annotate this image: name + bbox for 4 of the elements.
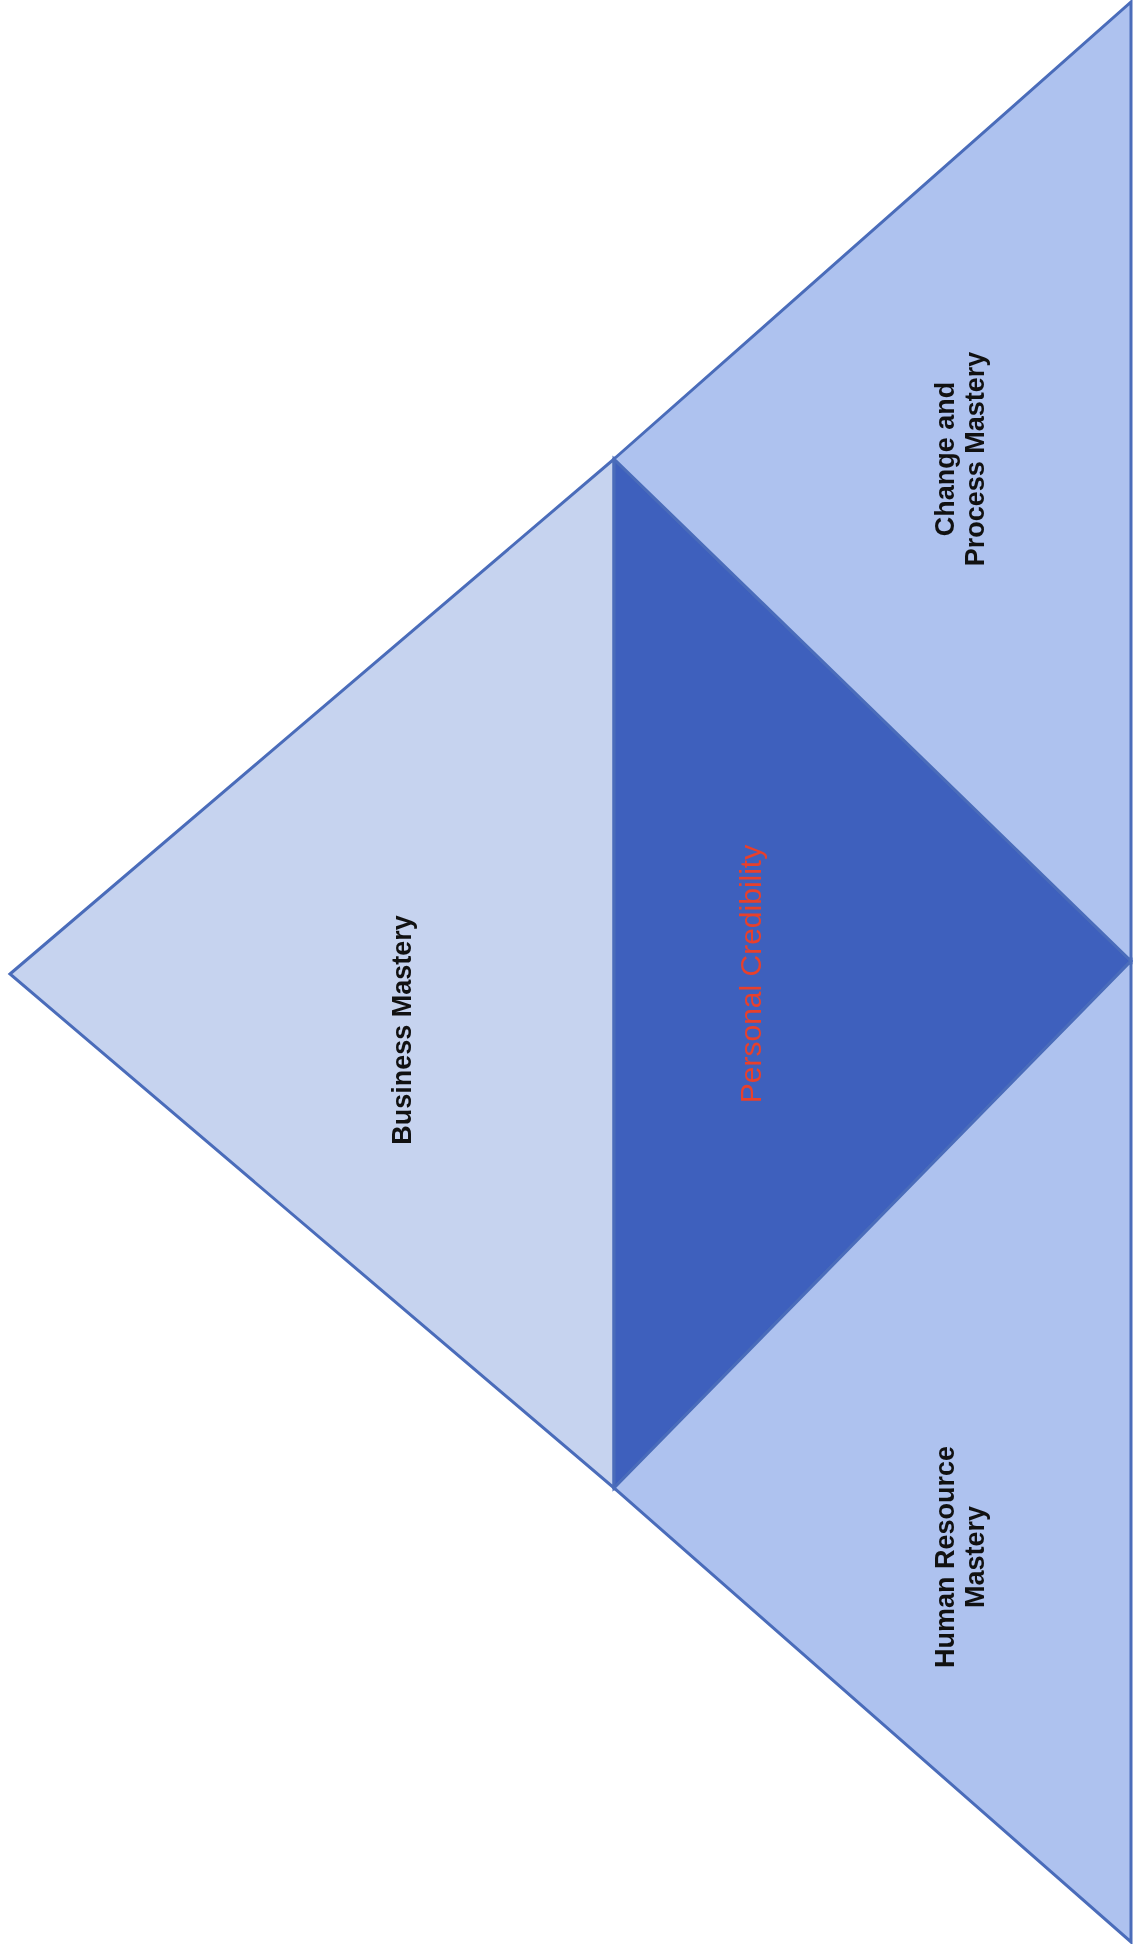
segment-label: Change and Process Mastery [931,350,991,569]
segment-label: Personal Credibility [733,843,767,1106]
segment-label: Business Mastery [388,915,418,1145]
segment-label: Human Resource Mastery [931,1444,991,1671]
